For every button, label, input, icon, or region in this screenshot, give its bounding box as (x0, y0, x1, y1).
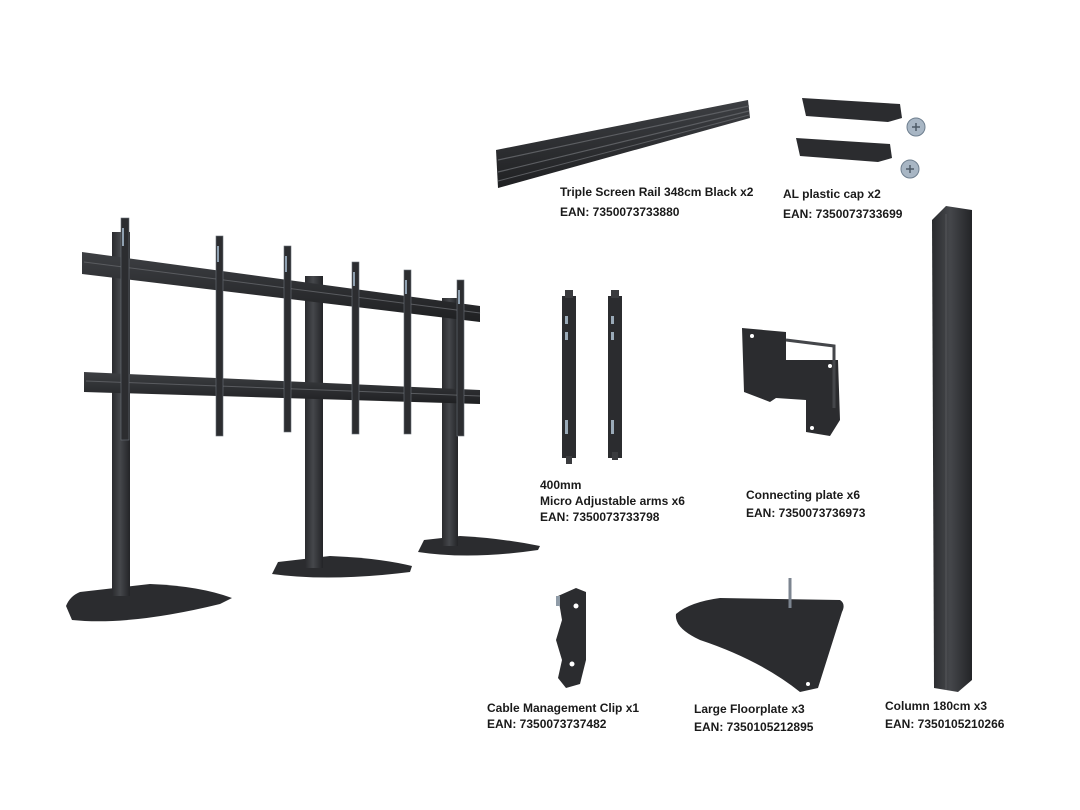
rail-label: Triple Screen Rail 348cm Black x2 EAN: 7… (560, 184, 753, 220)
arms-label: 400mm Micro Adjustable arms x6 EAN: 7350… (540, 477, 685, 525)
column-illustration (932, 206, 972, 692)
plate-label: Connecting plate x6 EAN: 7350073736973 (746, 487, 865, 521)
floorplate-right (418, 536, 540, 556)
cap-name: AL plastic cap x2 (783, 187, 881, 201)
floorplate-name: Large Floorplate x3 (694, 702, 805, 716)
connecting-plate-illustration (742, 328, 840, 436)
triple-screen-rail-illustration (496, 100, 750, 188)
clip-label: Cable Management Clip x1 EAN: 7350073737… (487, 700, 639, 732)
column-ean: EAN: 7350105210266 (885, 717, 1005, 731)
column-middle (305, 276, 323, 568)
cap-ean: EAN: 7350073733699 (783, 207, 903, 221)
adjustable-arms-illustration (562, 290, 622, 464)
floorplate-label: Large Floorplate x3 EAN: 7350105212895 (694, 701, 813, 735)
column-name: Column 180cm x3 (885, 699, 988, 713)
floorplate-middle (272, 556, 412, 578)
cap-label: AL plastic cap x2 EAN: 7350073733699 (783, 186, 902, 222)
arms-size: 400mm (540, 478, 582, 492)
clip-name: Cable Management Clip x1 (487, 701, 640, 715)
column-right (442, 298, 458, 546)
floorplate-left (66, 584, 232, 622)
arms-name: Micro Adjustable arms x6 (540, 494, 685, 508)
rail-ean: EAN: 7350073733880 (560, 205, 680, 219)
plate-ean: EAN: 7350073736973 (746, 506, 866, 520)
floorplate-ean: EAN: 7350105212895 (694, 720, 814, 734)
large-floorplate-illustration (675, 578, 844, 692)
rail-name: Triple Screen Rail 348cm Black x2 (560, 185, 754, 199)
assembled-stand-illustration (66, 217, 540, 622)
cable-clip-illustration (556, 588, 586, 688)
arms-ean: EAN: 7350073733798 (540, 510, 660, 524)
plastic-cap-illustration (796, 98, 926, 179)
plate-name: Connecting plate x6 (746, 488, 861, 502)
clip-ean: EAN: 7350073737482 (487, 717, 607, 731)
column-label: Column 180cm x3 EAN: 7350105210266 (885, 698, 1004, 732)
